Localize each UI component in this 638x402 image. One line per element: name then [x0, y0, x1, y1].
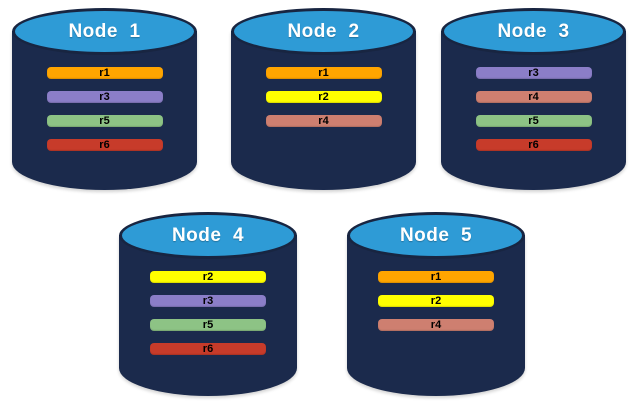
- replica-bar: r1: [265, 67, 382, 79]
- replica-bar: r1: [378, 271, 494, 283]
- replica-bar: r2: [150, 271, 266, 283]
- cylinder-body: [347, 235, 525, 396]
- node-label: Node 3: [497, 20, 570, 42]
- replica-bar: r4: [475, 91, 592, 103]
- replica-bar: r3: [46, 91, 163, 103]
- replica-bar: r6: [475, 139, 592, 151]
- replica-bar: r4: [265, 115, 382, 127]
- replica-list: r1 r3 r5 r6: [46, 67, 163, 151]
- replica-bar: r3: [475, 67, 592, 79]
- replica-bar: r5: [150, 319, 266, 331]
- cylinder-body: [231, 31, 416, 190]
- cylinder-top: Node 2: [231, 8, 416, 55]
- replica-bar: r2: [378, 295, 494, 307]
- cylinder-top: Node 1: [12, 8, 197, 55]
- cylinder-body: [12, 31, 197, 190]
- cylinder-body: [441, 31, 626, 190]
- cylinder-top: Node 4: [119, 212, 297, 259]
- node-cylinder: Node 5 r1 r2 r4: [347, 212, 525, 396]
- replica-bar: r1: [46, 67, 163, 79]
- replica-bar: r5: [475, 115, 592, 127]
- replica-list: r1 r2 r4: [265, 67, 382, 127]
- node-cylinder: Node 4 r2 r3 r5 r6: [119, 212, 297, 396]
- replica-list: r1 r2 r4: [378, 271, 494, 331]
- cylinder-top: Node 3: [441, 8, 626, 55]
- replica-bar: r6: [46, 139, 163, 151]
- node-cylinder: Node 1 r1 r3 r5 r6: [12, 8, 197, 190]
- replica-bar: r4: [378, 319, 494, 331]
- cylinder-top: Node 5: [347, 212, 525, 259]
- node-label: Node 4: [171, 224, 245, 246]
- replica-list: r2 r3 r5 r6: [150, 271, 266, 355]
- node-label: Node 5: [399, 224, 473, 246]
- node-label: Node 1: [68, 20, 141, 42]
- replica-bar: r5: [46, 115, 163, 127]
- node-cylinder: Node 2 r1 r2 r4: [231, 8, 416, 190]
- replica-bar: r6: [150, 343, 266, 355]
- replica-bar: r3: [150, 295, 266, 307]
- node-label: Node 2: [287, 20, 360, 42]
- replica-list: r3 r4 r5 r6: [475, 67, 592, 151]
- cylinder-body: [119, 235, 297, 396]
- node-cylinder: Node 3 r3 r4 r5 r6: [441, 8, 626, 190]
- replica-bar: r2: [265, 91, 382, 103]
